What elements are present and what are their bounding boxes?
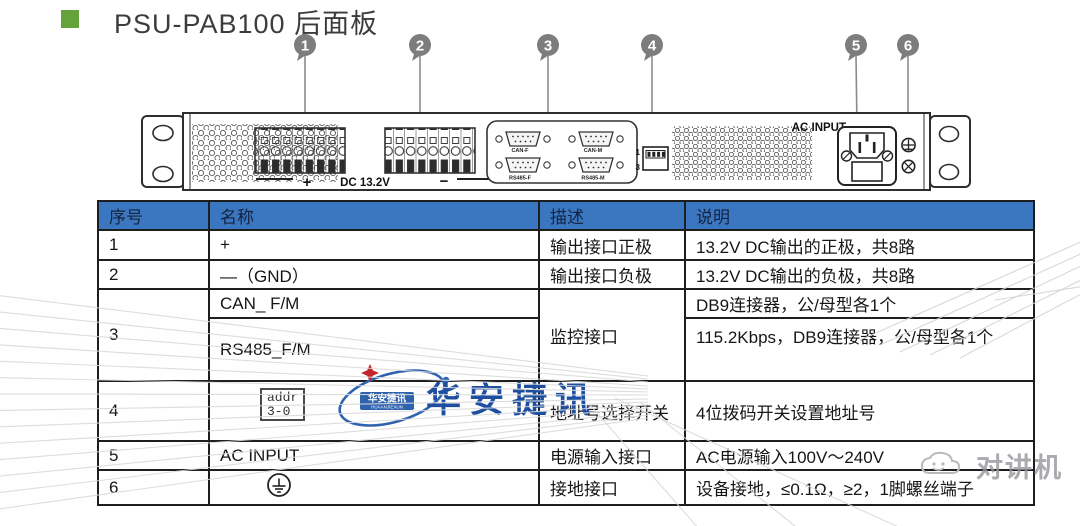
dip-switch-icon: 1 3 <box>636 146 669 172</box>
callout-4-icon: 4 <box>641 34 663 61</box>
cell-name: + <box>208 229 540 261</box>
cell-name: CAN_ F/M <box>208 288 540 319</box>
svg-text:3: 3 <box>544 38 552 55</box>
cell-name: —（GND） <box>208 259 540 290</box>
header-name: 名称 <box>208 200 540 231</box>
callout-leader-lines <box>304 55 909 146</box>
dc-terminal-blocks: + DC 13.2V − <box>254 127 497 191</box>
plus-label: + <box>303 174 312 191</box>
cell-name: addr 3-0 <box>208 380 540 442</box>
title-bullet-icon <box>61 10 79 28</box>
addr-line2: 3-0 <box>267 403 291 419</box>
callout-6-icon: 6 <box>897 34 919 61</box>
cell-note: 4位拨码开关设置地址号 <box>684 380 1035 442</box>
cell-desc: 输出接口负极 <box>538 259 686 290</box>
svg-text:2: 2 <box>416 38 424 55</box>
header-note: 说明 <box>684 200 1035 231</box>
table-row: 4 addr 3-0 地址号选择开关 4位拨码开关设置地址号 <box>97 380 1035 442</box>
table-row: 5 AC INPUT 电源输入接口 AC电源输入100V～240V <box>97 440 1035 471</box>
cell-no: 5 <box>97 440 210 471</box>
db9-label-rs485-f: RS485-F <box>509 176 532 182</box>
table-header-row: 序号 名称 描述 说明 <box>97 200 1035 231</box>
svg-text:5: 5 <box>852 38 860 55</box>
db9-label-rs485-m: RS485-M <box>581 176 605 182</box>
ac-inlet: AC INPUT <box>792 122 897 186</box>
cell-note: 设备接地，≤0.1Ω，≥2，1脚螺丝端子 <box>684 469 1035 506</box>
db9-rs485-f-icon <box>495 157 551 173</box>
addr-dip-label-icon: addr 3-0 <box>260 388 306 422</box>
cell-note: 115.2Kbps，DB9连接器，公/母型各1个 <box>684 317 1035 382</box>
terminal-block-negative <box>384 127 476 174</box>
ground-screws-icon <box>901 137 916 174</box>
callout-badges: 1 2 3 4 5 6 <box>294 34 919 61</box>
db9-label-can-m: CAN-M <box>584 148 603 154</box>
cell-desc: 电源输入接口 <box>538 440 686 471</box>
table-row: 2 —（GND） 输出接口负极 13.2V DC输出的负极，共8路 <box>97 259 1035 290</box>
cell-no: 3 <box>97 288 210 382</box>
callout-2-icon: 2 <box>409 34 431 61</box>
cell-note: 13.2V DC输出的正极，共8路 <box>684 229 1035 261</box>
cell-desc: 地址号选择开关 <box>538 380 686 442</box>
header-desc: 描述 <box>538 200 686 231</box>
table-row: 1 + 输出接口正极 13.2V DC输出的正极，共8路 <box>97 229 1035 261</box>
svg-text:6: 6 <box>904 38 912 55</box>
table-row: 6 接地接口 设备接地，≤0.1Ω，≥2，1脚螺丝端子 <box>97 469 1035 506</box>
cell-name: AC INPUT <box>208 440 540 471</box>
db9-rs485-m-icon <box>568 157 624 173</box>
table-row: 3 CAN_ F/M 监控接口 DB9连接器，公/母型各1个 <box>97 288 1035 382</box>
vent-grid-right <box>672 126 812 180</box>
chassis-outline <box>141 112 971 191</box>
cell-desc: 输出接口正极 <box>538 229 686 261</box>
db9-can-f-icon <box>495 131 551 147</box>
callout-3-icon: 3 <box>537 34 559 61</box>
terminal-block-positive <box>254 127 346 174</box>
cell-desc: 接地接口 <box>538 469 686 506</box>
db9-can-m-icon <box>568 131 624 147</box>
cell-name <box>208 469 540 506</box>
cell-desc: 监控接口 <box>538 288 686 382</box>
header-no: 序号 <box>97 200 210 231</box>
cell-no: 4 <box>97 380 210 442</box>
dc-voltage-label: DC 13.2V <box>340 177 390 189</box>
cell-note: DB9连接器，公/母型各1个 <box>684 288 1035 319</box>
ground-symbol-icon <box>266 472 292 503</box>
cell-note: 13.2V DC输出的负极，共8路 <box>684 259 1035 290</box>
minus-label: − <box>440 173 449 190</box>
cell-no: 2 <box>97 259 210 290</box>
page-title: PSU-PAB100 后面板 <box>114 9 379 39</box>
addr-line1: addr <box>267 390 299 405</box>
db9-connector-panel: CAN-F CAN-M RS485-F RS485-M <box>486 120 638 184</box>
vent-grid-left <box>192 124 338 182</box>
ac-input-label: AC INPUT <box>792 122 846 134</box>
spec-table: 序号 名称 描述 说明 1 + 输出接口正极 13.2V DC输出的正极，共8路… <box>97 200 1035 506</box>
db9-label-can-f: CAN-F <box>511 148 529 154</box>
cell-note: AC电源输入100V～240V <box>684 440 1035 471</box>
svg-text:1: 1 <box>636 148 641 157</box>
cell-no: 6 <box>97 469 210 506</box>
callout-5-icon: 5 <box>845 34 867 61</box>
cell-name: RS485_F/M <box>208 317 540 382</box>
svg-text:3: 3 <box>636 163 641 172</box>
cell-no: 1 <box>97 229 210 261</box>
svg-text:4: 4 <box>648 38 657 55</box>
